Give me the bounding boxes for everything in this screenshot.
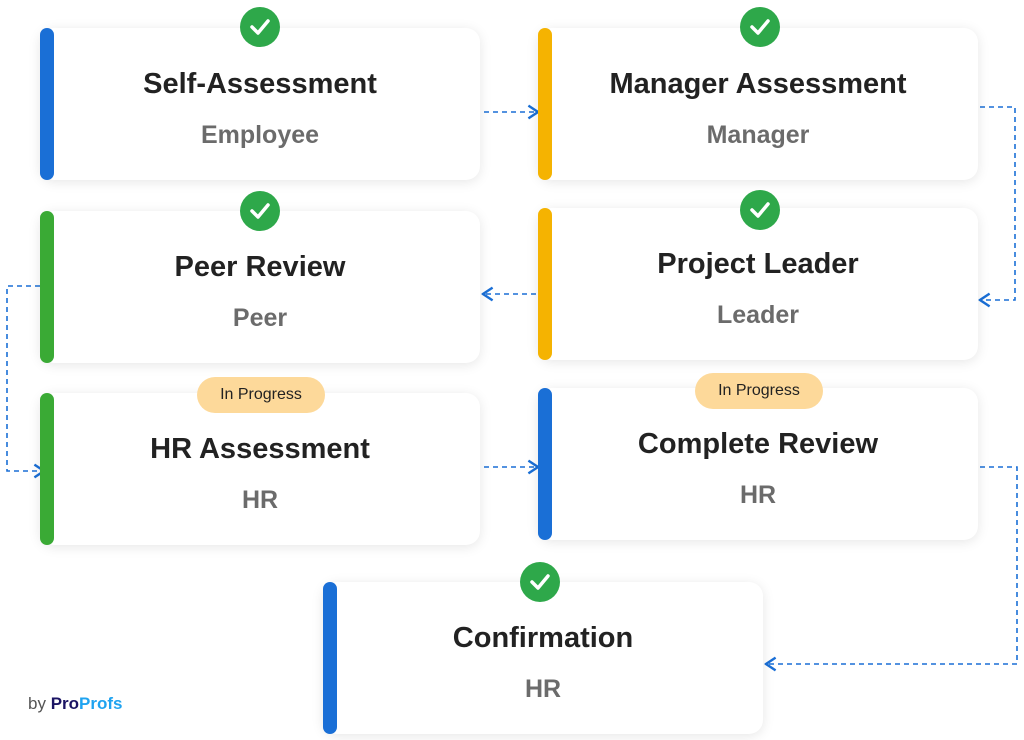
step-title: Self-Assessment <box>143 68 377 100</box>
step-role: HR <box>241 486 279 514</box>
check-icon <box>740 7 780 47</box>
status-bar <box>323 582 337 734</box>
step-title: Complete Review <box>637 428 879 460</box>
step-card-project-leader: Project Leader Leader <box>538 208 978 360</box>
check-icon <box>740 190 780 230</box>
step-role: Manager <box>706 121 810 149</box>
step-card-self-assessment: Self-Assessment Employee <box>40 28 480 180</box>
step-role: HR <box>739 481 777 509</box>
step-card-manager-assessment: Manager Assessment Manager <box>538 28 978 180</box>
proprofs-logo: by ProProfs <box>28 694 123 714</box>
logo-pro: Pro <box>50 694 80 713</box>
step-role: Peer <box>232 304 288 332</box>
status-bar <box>538 208 552 360</box>
logo-profs: Profs <box>79 694 123 713</box>
status-badge: In Progress <box>197 377 325 413</box>
step-title: HR Assessment <box>150 433 370 465</box>
status-bar <box>40 28 54 180</box>
step-title: Manager Assessment <box>609 68 907 100</box>
status-bar <box>40 393 54 545</box>
check-icon <box>520 562 560 602</box>
check-icon <box>240 7 280 47</box>
step-card-hr-assessment: HR Assessment HR <box>40 393 480 545</box>
step-title: Project Leader <box>657 248 859 280</box>
step-role: Employee <box>200 121 320 149</box>
status-bar <box>538 388 552 540</box>
step-title: Peer Review <box>174 251 346 283</box>
status-badge: In Progress <box>695 373 823 409</box>
step-card-confirmation: Confirmation HR <box>323 582 763 734</box>
step-title: Confirmation <box>452 622 634 654</box>
connector-2-4 <box>980 106 1016 300</box>
step-role: Leader <box>717 301 799 329</box>
connector-6-7 <box>766 466 1018 664</box>
logo-by: by <box>28 694 46 713</box>
check-icon <box>240 191 280 231</box>
status-bar <box>40 211 54 363</box>
status-bar <box>538 28 552 180</box>
step-card-peer-review: Peer Review Peer <box>40 211 480 363</box>
step-card-complete-review: Complete Review HR <box>538 388 978 540</box>
step-role: HR <box>524 675 562 703</box>
connector-3-5 <box>6 285 44 471</box>
